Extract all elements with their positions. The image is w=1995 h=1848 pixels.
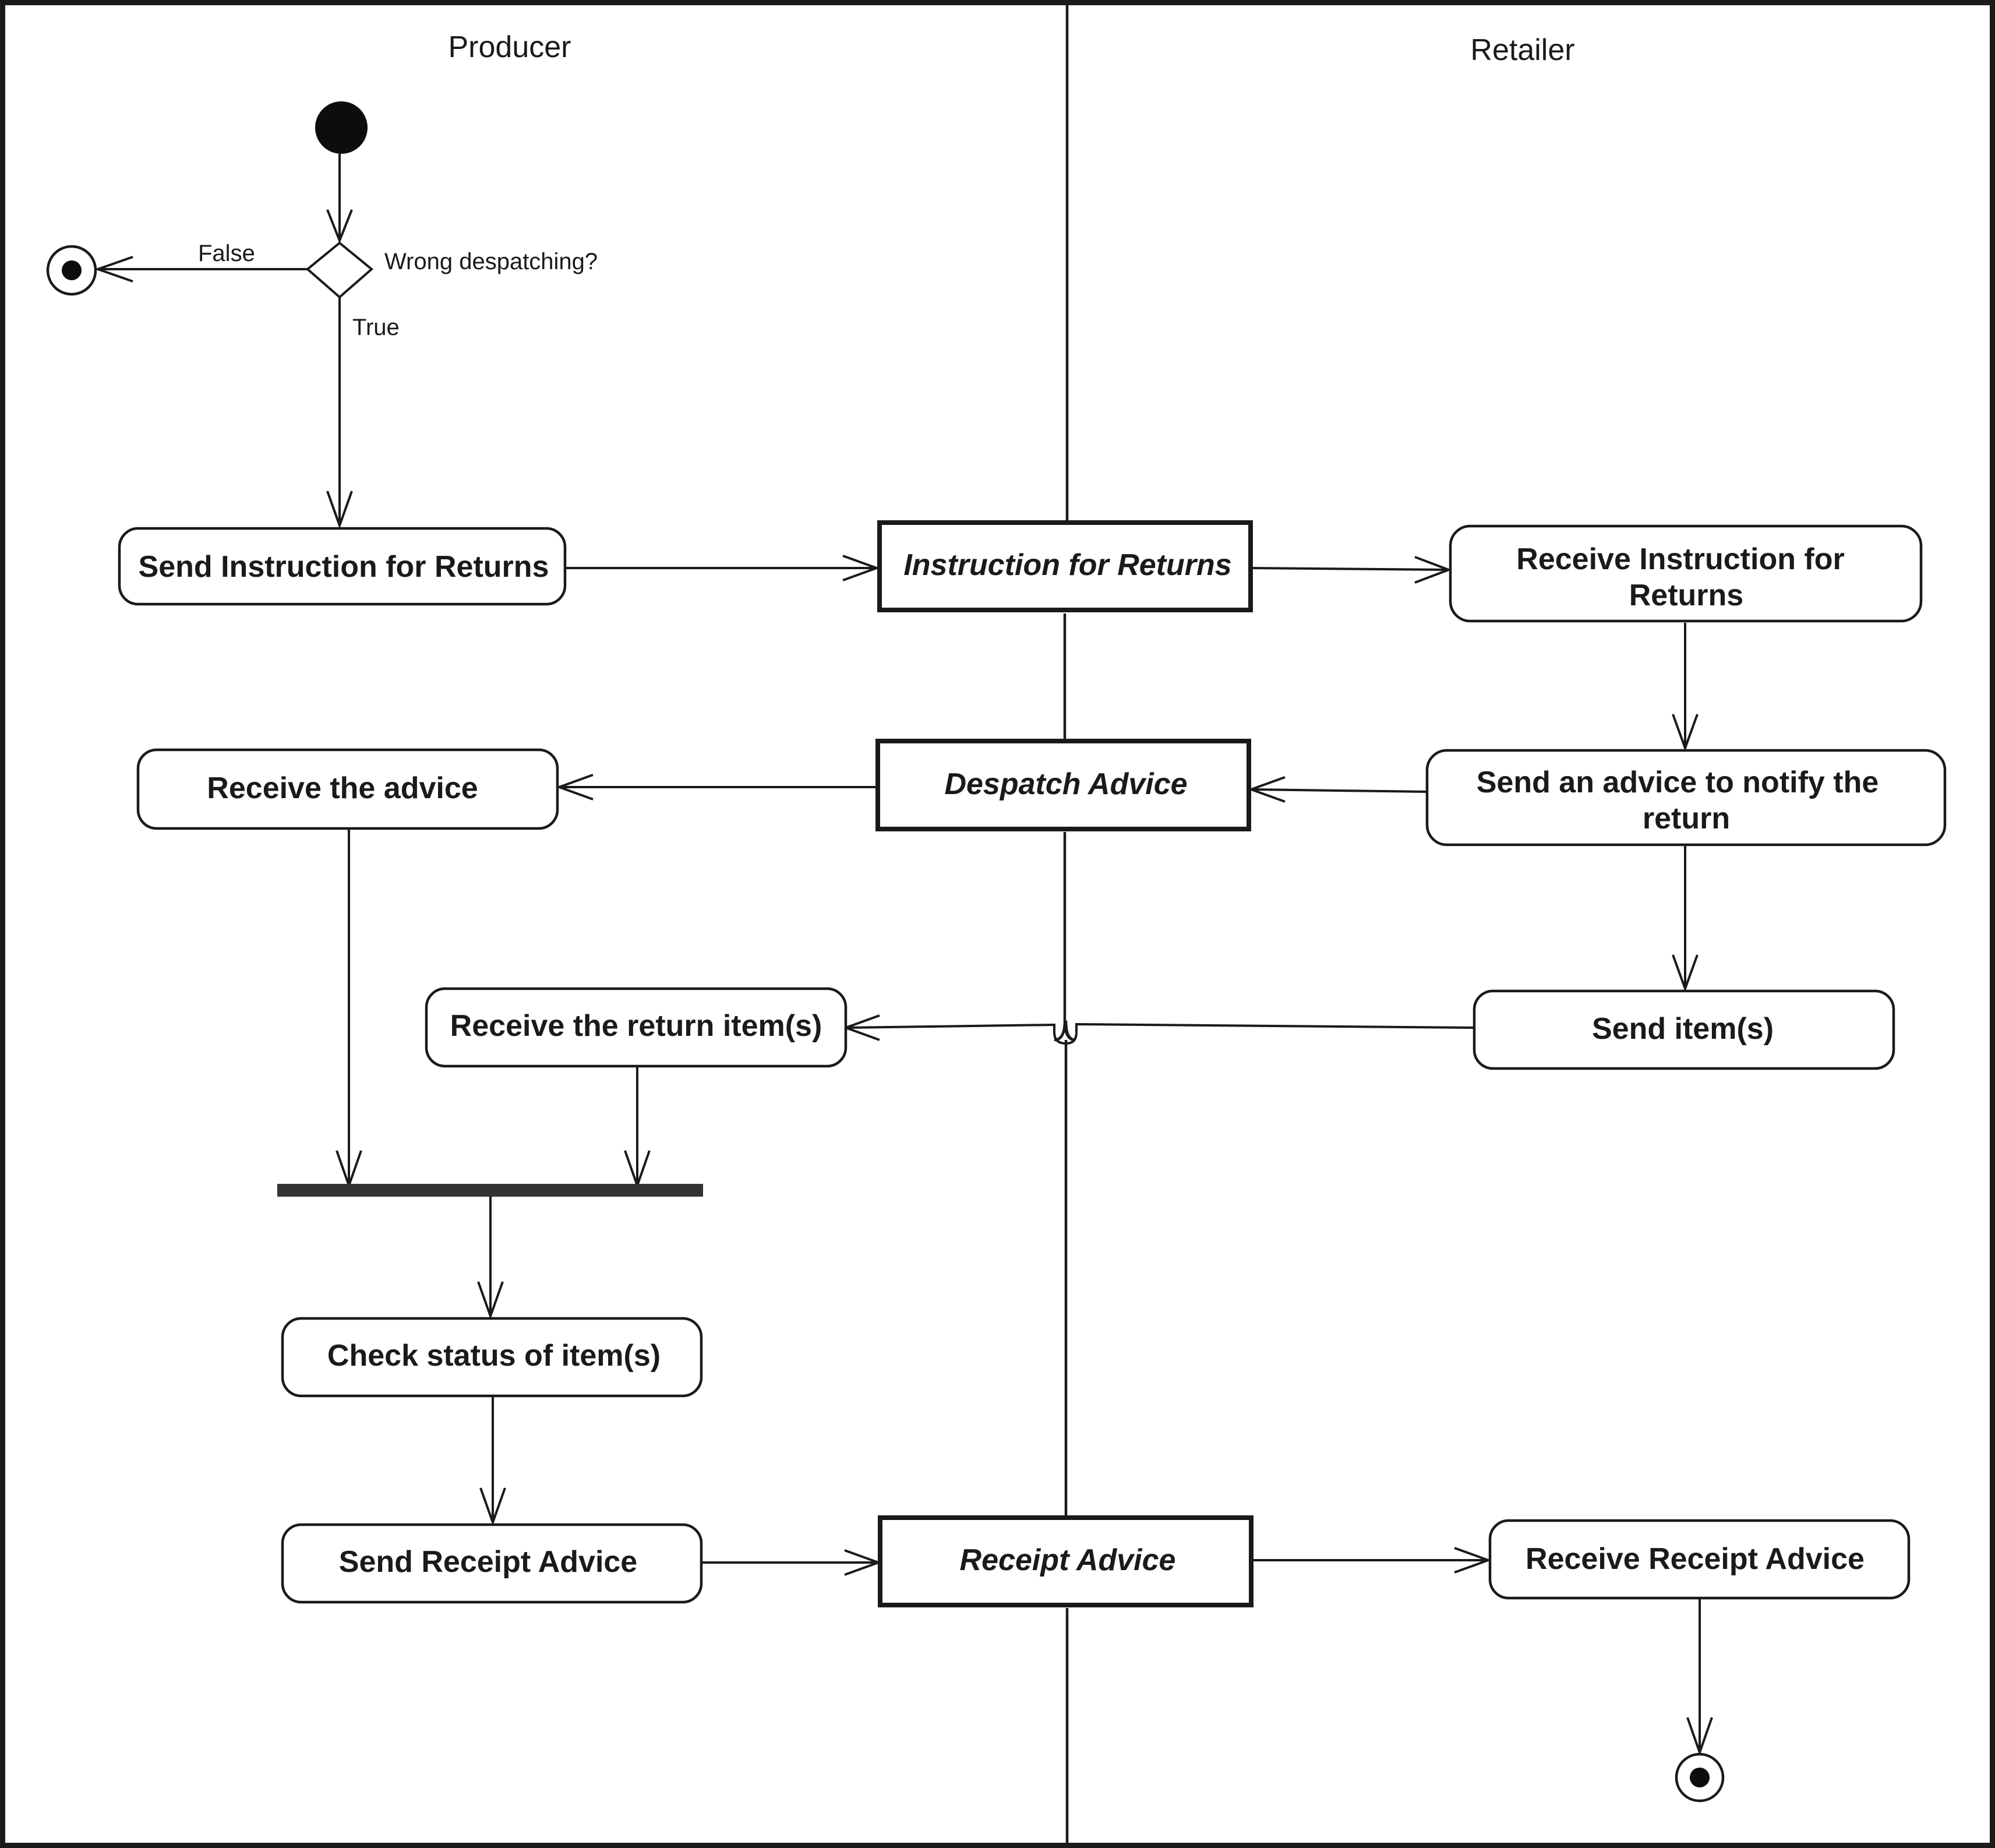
edge-object-to-receive-instruction bbox=[1252, 556, 1452, 584]
activity-receive-receipt-advice-label: Receive Receipt Advice bbox=[1526, 1542, 1865, 1576]
object-receipt-advice bbox=[878, 1515, 1254, 1607]
object-despatch-advice-label: Despatch Advice bbox=[944, 767, 1187, 801]
lane-title-retailer: Retailer bbox=[1470, 33, 1574, 67]
edge-false-to-final bbox=[94, 256, 308, 283]
activity-receive-advice bbox=[136, 748, 559, 830]
edge-check-status-to-send-receipt bbox=[479, 1397, 506, 1526]
activity-receive-receipt-advice bbox=[1488, 1519, 1911, 1600]
decision-question: Wrong despatching? bbox=[384, 249, 598, 274]
edge-start-to-decision bbox=[326, 154, 353, 244]
initial-node bbox=[315, 101, 368, 154]
edge-receive-instruction-to-send-advice bbox=[1672, 623, 1699, 752]
activity-receive-advice-label: Receive the advice bbox=[207, 771, 478, 805]
object-instruction-for-returns bbox=[877, 520, 1253, 612]
activity-check-status bbox=[281, 1317, 703, 1398]
object-instruction-for-returns-label: Instruction for Returns bbox=[903, 548, 1231, 582]
edge-send-items-to-receive-return bbox=[842, 1014, 1475, 1045]
activity-check-status-label: Check status of item(s) bbox=[327, 1339, 661, 1373]
edge-receive-advice-to-join bbox=[336, 830, 362, 1190]
activity-receive-return-items bbox=[425, 987, 848, 1068]
activity-send-instruction bbox=[118, 527, 567, 606]
activity-send-instruction-label: Send Instruction for Returns bbox=[139, 550, 549, 584]
edge-object-to-receive-receipt bbox=[1254, 1547, 1492, 1574]
edge-receive-receipt-to-final bbox=[1686, 1599, 1713, 1757]
edge-join-to-check-status bbox=[477, 1196, 504, 1320]
activity-send-receipt-advice-label: Send Receipt Advice bbox=[339, 1545, 637, 1579]
edge-despatch-to-receive-advice bbox=[556, 774, 877, 800]
edge-send-instruction-to-object bbox=[565, 555, 880, 581]
lane-title-producer: Producer bbox=[449, 30, 571, 64]
edge-send-advice-to-send-items bbox=[1672, 846, 1699, 992]
activity-receive-instruction bbox=[1449, 524, 1923, 623]
edge-send-advice-to-despatch bbox=[1248, 776, 1428, 803]
activity-send-items bbox=[1473, 989, 1895, 1070]
activity-send-advice-notify bbox=[1425, 749, 1947, 847]
object-receipt-advice-label: Receipt Advice bbox=[960, 1543, 1176, 1577]
decision-node bbox=[305, 241, 374, 299]
guard-true: True bbox=[352, 315, 400, 340]
activity-receive-return-items-label: Receive the return item(s) bbox=[450, 1009, 822, 1043]
activity-send-items-label: Send item(s) bbox=[1592, 1012, 1774, 1046]
object-despatch-advice bbox=[875, 739, 1251, 831]
final-node-left bbox=[46, 245, 97, 296]
join-bar bbox=[277, 1184, 703, 1197]
final-node-right bbox=[1675, 1752, 1725, 1803]
activity-send-receipt-advice bbox=[281, 1523, 703, 1604]
edge-true-to-send-instruction bbox=[326, 297, 353, 529]
edge-send-receipt-to-object bbox=[702, 1549, 882, 1576]
edge-receive-return-to-join bbox=[624, 1067, 651, 1190]
guard-false: False bbox=[198, 241, 255, 266]
